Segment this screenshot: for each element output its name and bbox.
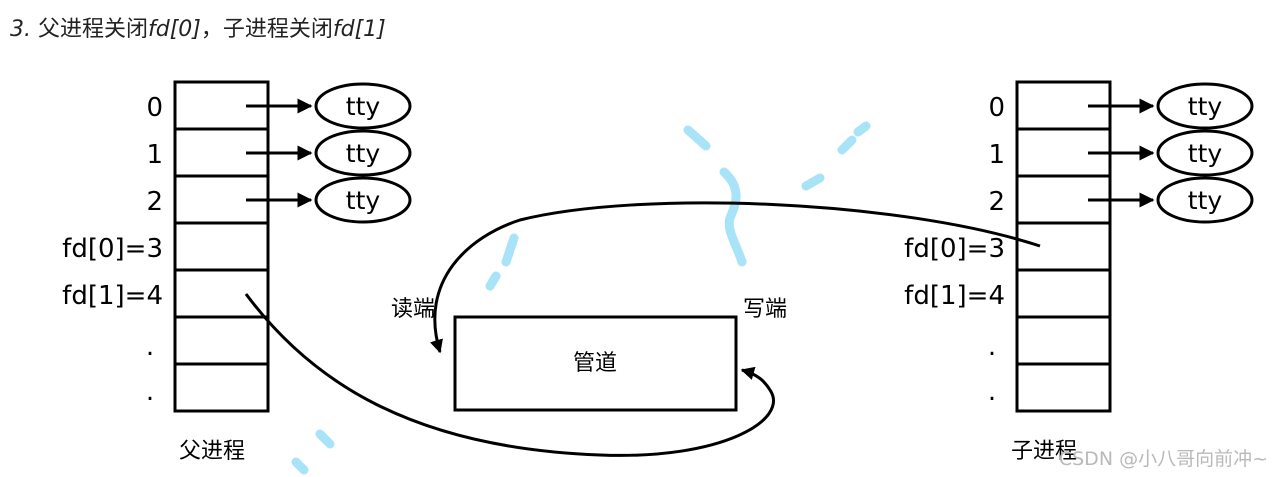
write-end-label: 写端	[743, 297, 787, 322]
child-fd-label: .	[988, 332, 996, 362]
child-process-label: 子进程	[1011, 439, 1077, 464]
child-fd-cell	[1015, 221, 1112, 272]
child-process: 0 1 2 fd[0]=3 fd[1]=4 . . tty tty tty 子进…	[904, 80, 1254, 464]
child-fd-cell	[1015, 315, 1112, 366]
parent-fd-cell	[173, 315, 270, 366]
child-fd-label: fd[0]=3	[904, 234, 1005, 264]
caption: 3. 父进程关闭fd[0]，子进程关闭fd[1]	[10, 17, 386, 42]
parent-fd-label: 1	[146, 140, 163, 170]
tty-ellipse	[314, 82, 412, 130]
parent-fd-cell	[173, 221, 270, 272]
tty-label: tty	[1188, 92, 1223, 121]
tty-ellipse	[1156, 129, 1254, 177]
child-fd-label: 0	[988, 93, 1005, 123]
child-fd-cell	[1015, 268, 1112, 319]
parent-fd-labels: 0 1 2 fd[0]=3 fd[1]=4 . .	[62, 93, 163, 407]
parent-fd-label: .	[146, 377, 154, 407]
caption-part1: 父进程关闭	[31, 17, 148, 42]
tty-ellipse	[1156, 176, 1254, 224]
read-end-label: 读端	[391, 297, 435, 322]
caption-expr2: fd[1]	[333, 17, 386, 42]
caption-expr1: fd[0]	[148, 17, 201, 42]
tty-label: tty	[1188, 139, 1223, 168]
parent-tty-arrows	[246, 98, 313, 208]
child-fd-labels: 0 1 2 fd[0]=3 fd[1]=4 . .	[904, 93, 1005, 407]
parent-process-label: 父进程	[179, 439, 245, 464]
background-decoration	[291, 121, 871, 475]
parent-fd-label: .	[146, 332, 154, 362]
tty-ellipse	[314, 129, 412, 177]
tty-ellipse	[1156, 82, 1254, 130]
parent-fd-table	[173, 80, 270, 413]
child-tty-nodes: tty tty tty	[1156, 82, 1254, 224]
child-fd-label: fd[1]=4	[904, 281, 1005, 311]
child-fd-table	[1015, 80, 1112, 413]
pipe-label: 管道	[573, 351, 617, 376]
tty-label: tty	[346, 186, 381, 215]
parent-fd-label: fd[1]=4	[62, 281, 163, 311]
parent-fd-cell	[173, 268, 270, 319]
child-fd-cell	[1015, 362, 1112, 413]
parent-fd-label: fd[0]=3	[62, 234, 163, 264]
pipe-box	[453, 315, 738, 412]
child-fd-label: .	[988, 377, 996, 407]
child-tty-arrows	[1088, 98, 1155, 208]
parent-tty-nodes: tty tty tty	[314, 82, 412, 224]
parent-fd-cell	[173, 362, 270, 413]
tty-label: tty	[346, 139, 381, 168]
child-fd-label: 2	[988, 187, 1005, 217]
child-read-connection	[430, 201, 1041, 354]
parent-process: 0 1 2 fd[0]=3 fd[1]=4 . . tty tty tty 父进…	[62, 80, 412, 464]
tty-label: tty	[1188, 186, 1223, 215]
caption-number: 3.	[10, 17, 31, 42]
parent-fd-label: 0	[146, 93, 163, 123]
parent-fd-label: 2	[146, 187, 163, 217]
watermark: CSDN @小八哥向前冲~	[1059, 448, 1268, 470]
parent-write-connection	[244, 293, 775, 457]
pipe: 管道 读端 写端	[391, 297, 787, 412]
child-fd-label: 1	[988, 140, 1005, 170]
caption-part2: ，子进程关闭	[201, 17, 333, 42]
tty-label: tty	[346, 92, 381, 121]
tty-ellipse	[314, 176, 412, 224]
